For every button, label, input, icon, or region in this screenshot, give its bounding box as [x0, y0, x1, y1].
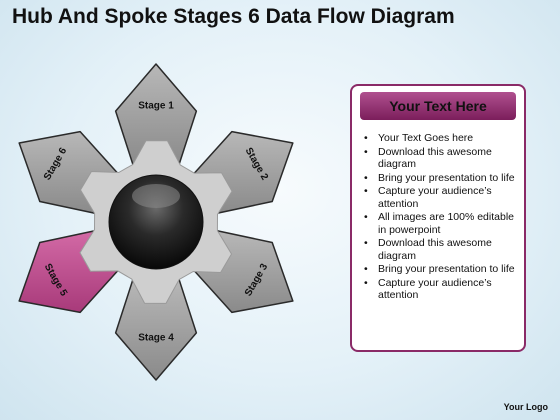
hub-highlight [132, 184, 180, 208]
footer-logo: Your Logo [503, 402, 548, 412]
stage-4-label: Stage 4 [138, 333, 174, 344]
bullet-item: Bring your presentation to life [362, 263, 522, 276]
bullet-list: Your Text Goes here Download this awesom… [362, 132, 522, 303]
hub-sphere [108, 174, 204, 270]
bullet-item: Capture your audience’s attention [362, 277, 522, 302]
bullet-item: Your Text Goes here [362, 132, 522, 145]
text-panel-header: Your Text Here [360, 92, 516, 120]
bullet-item: Capture your audience’s attention [362, 185, 522, 210]
bullet-item: Download this awesome diagram [362, 237, 522, 262]
bullet-item: Bring your presentation to life [362, 172, 522, 185]
bullet-item: All images are 100% editable in powerpoi… [362, 211, 522, 236]
stage-1-label: Stage 1 [138, 101, 174, 112]
bullet-item: Download this awesome diagram [362, 146, 522, 171]
page-title: Hub And Spoke Stages 6 Data Flow Diagram [12, 5, 455, 28]
text-panel: Your Text Here Your Text Goes here Downl… [350, 84, 526, 352]
